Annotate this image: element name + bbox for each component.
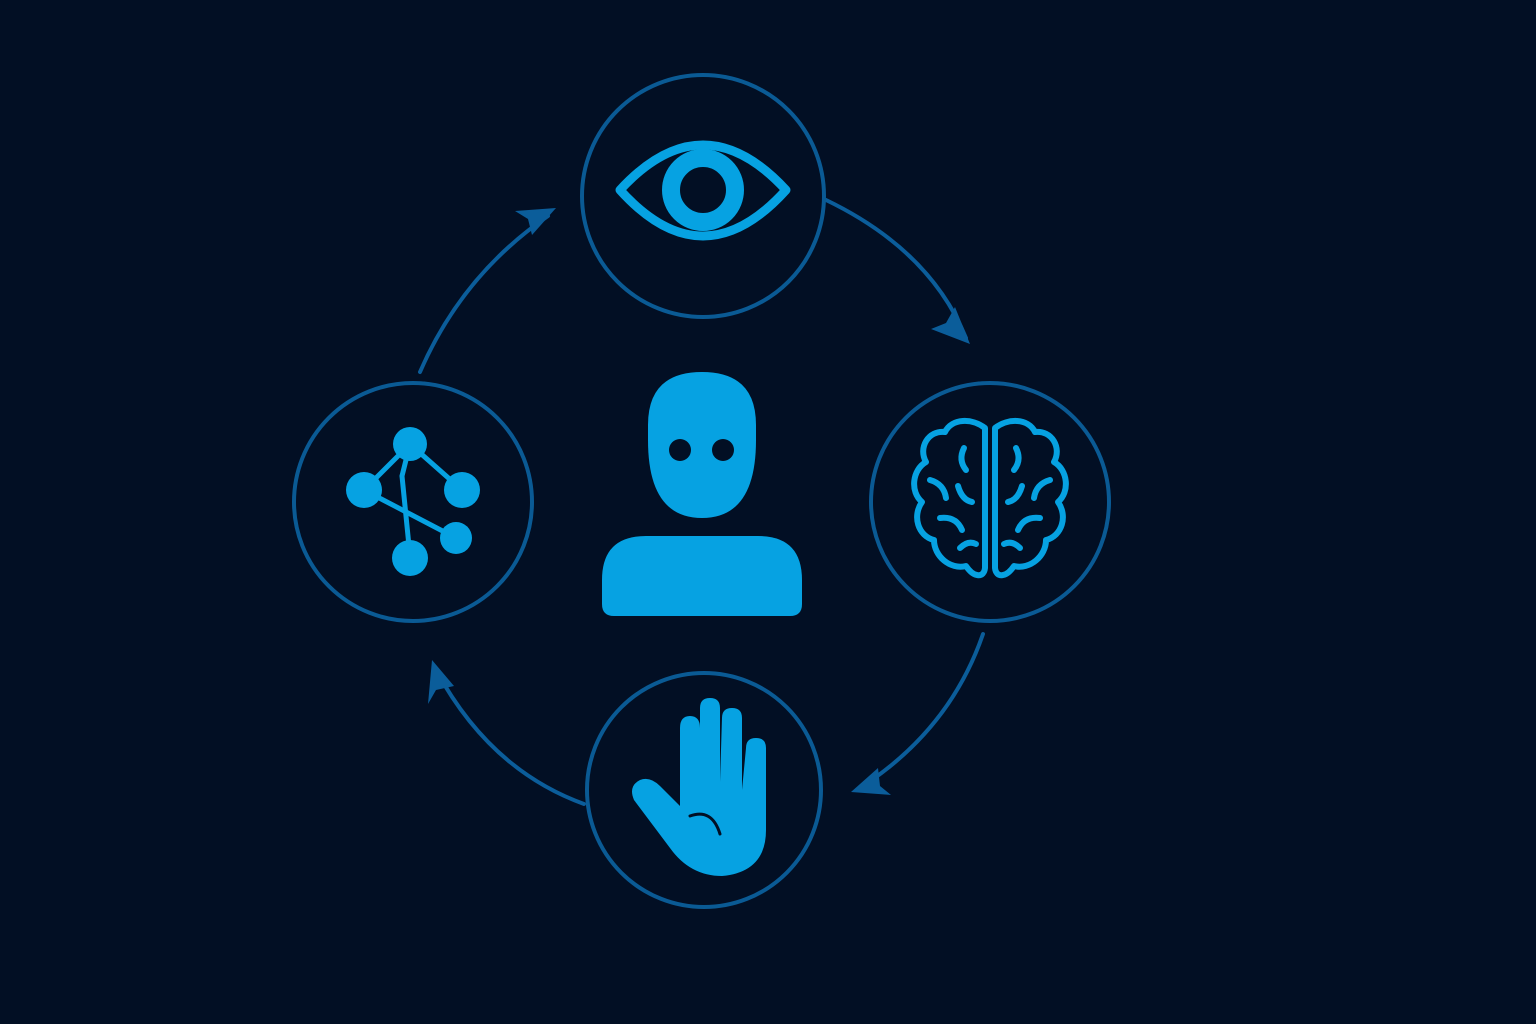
- node-ring: [580, 73, 826, 319]
- person-eye-left: [669, 439, 691, 461]
- brain-icon: [911, 418, 1069, 579]
- person-eye-right: [712, 439, 734, 461]
- cycle-arrows: [418, 198, 985, 806]
- eye-icon: [615, 140, 791, 241]
- person-head: [648, 372, 756, 518]
- arrow-eye-to-brain: [824, 198, 970, 344]
- arrow-brain-to-hand: [851, 632, 985, 795]
- arrow-hand-to-network: [428, 660, 586, 806]
- network-icon: [346, 427, 480, 576]
- node-ring: [869, 381, 1111, 623]
- node-network: [292, 381, 534, 623]
- node-brain: [869, 381, 1111, 623]
- node-eye: [580, 73, 826, 319]
- node-hand: [585, 671, 823, 909]
- node-ring: [585, 671, 823, 909]
- node-ring: [292, 381, 534, 623]
- person-icon: [602, 372, 802, 616]
- arrow-network-to-eye: [418, 208, 556, 374]
- person-body: [602, 536, 802, 616]
- hand-icon: [632, 698, 766, 876]
